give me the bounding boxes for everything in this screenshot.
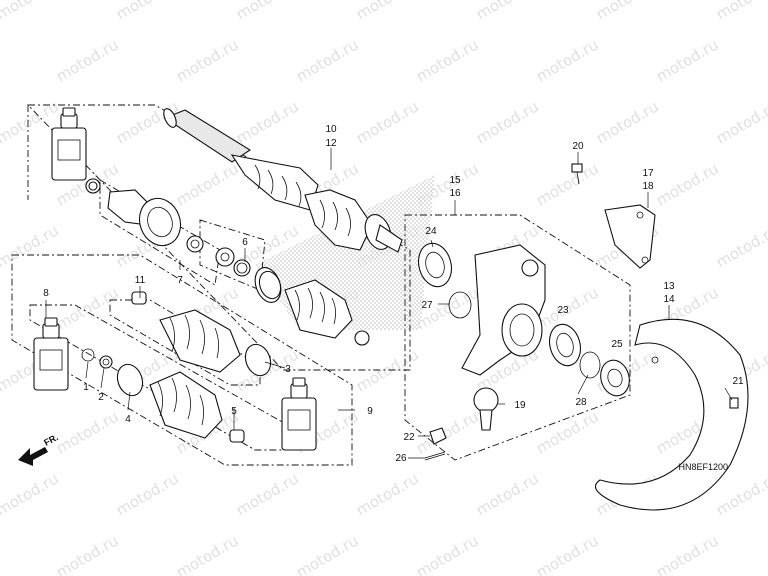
castle-nut-icon xyxy=(429,427,447,445)
callout-28: 28 xyxy=(575,397,587,408)
callout-25: 25 xyxy=(611,339,623,350)
watermark-text: motod.ru xyxy=(0,35,2,85)
callout-12: 12 xyxy=(325,138,337,149)
watermark-text: motod.ru xyxy=(413,407,482,457)
ball-joint-icon xyxy=(473,387,499,431)
bolt-icon xyxy=(571,163,583,185)
watermark-text: motod.ru xyxy=(353,0,422,23)
leader-lines xyxy=(45,148,733,459)
grease-bottle-icon xyxy=(33,317,69,391)
watermark-text: motod.ru xyxy=(293,531,362,576)
boot-icon xyxy=(284,279,370,346)
outer-joint-icon xyxy=(85,178,204,253)
callout-13: 13 xyxy=(663,281,675,292)
watermark-text: motod.ru xyxy=(593,97,662,147)
callout-3: 3 xyxy=(285,364,291,375)
watermark-text: motod.ru xyxy=(353,469,422,519)
boot-icon xyxy=(159,309,241,373)
clamp-band-icon xyxy=(116,270,282,397)
bolt-icon xyxy=(729,397,739,409)
callout-18: 18 xyxy=(642,181,654,192)
watermark-text: motod.ru xyxy=(713,97,768,147)
watermark-text: motod.ru xyxy=(473,97,542,147)
watermark-text: motod.ru xyxy=(0,407,2,457)
callout-14: 14 xyxy=(663,294,675,305)
watermark-text: motod.ru xyxy=(53,35,122,85)
watermark-text: motod.ru xyxy=(713,221,768,271)
watermark-text: motod.ru xyxy=(413,35,482,85)
callout-22: 22 xyxy=(403,432,415,443)
callout-19: 19 xyxy=(514,400,526,411)
callout-8: 8 xyxy=(43,288,49,299)
watermark-text: motod.ru xyxy=(0,469,62,519)
watermark-text: motod.ru xyxy=(593,0,662,23)
watermark-text: motod.ru xyxy=(653,531,722,576)
watermark-text: motod.ru xyxy=(0,221,62,271)
watermark-text: motod.ru xyxy=(173,35,242,85)
kit-outline-top xyxy=(26,104,411,371)
callout-5: 5 xyxy=(231,406,237,417)
bracket-icon xyxy=(604,204,656,269)
watermark-text: motod.ru xyxy=(0,283,2,333)
kit-outline-knuckle xyxy=(404,214,631,461)
callout-17: 17 xyxy=(642,168,654,179)
drive-shaft-icon xyxy=(163,108,403,253)
disc-cover-icon xyxy=(595,318,749,511)
watermark-text: motod.ru xyxy=(713,0,768,23)
circlip-icon xyxy=(448,291,601,379)
callout-7: 7 xyxy=(177,275,183,286)
watermark-text: motod.ru xyxy=(233,0,302,23)
watermark-text: motod.ru xyxy=(353,345,422,395)
watermark-text: motod.ru xyxy=(0,0,62,23)
callout-15: 15 xyxy=(449,175,461,186)
callout-27: 27 xyxy=(421,300,433,311)
watermark-text: motod.ru xyxy=(473,0,542,23)
callout-23: 23 xyxy=(557,305,569,316)
callout-26: 26 xyxy=(395,453,407,464)
callout-20: 20 xyxy=(572,141,584,152)
watermark-text: motod.ru xyxy=(353,97,422,147)
callout-10: 10 xyxy=(325,124,337,135)
watermark-text: motod.ru xyxy=(173,159,242,209)
watermark-text: motod.ru xyxy=(533,407,602,457)
watermark-text: motod.ru xyxy=(173,531,242,576)
callout-16: 16 xyxy=(449,188,461,199)
watermark-text: motod.ru xyxy=(473,469,542,519)
grease-bottle-icon xyxy=(51,107,87,181)
bearing-icon xyxy=(417,242,630,397)
callout-2: 2 xyxy=(98,392,104,403)
callout-1: 1 xyxy=(83,382,89,393)
boot-icon xyxy=(149,371,223,439)
watermark-text: motod.ru xyxy=(233,469,302,519)
grease-bottle-icon xyxy=(281,377,317,451)
knuckle-icon xyxy=(461,244,546,376)
cotter-pin-icon xyxy=(424,451,446,461)
callout-21: 21 xyxy=(732,376,744,387)
watermark-text: motod.ru xyxy=(533,159,602,209)
snap-ring-icon xyxy=(81,291,245,443)
callout-24: 24 xyxy=(425,226,437,237)
callout-11: 11 xyxy=(135,275,146,286)
watermark-text: motod.ru xyxy=(293,35,362,85)
watermark-text: motod.ru xyxy=(533,531,602,576)
watermark-text: motod.ru xyxy=(53,407,122,457)
watermark-text: motod.ru xyxy=(0,531,2,576)
watermark-text: motod.ru xyxy=(113,469,182,519)
watermark-text: motod.ru xyxy=(113,0,182,23)
watermark-text: motod.ru xyxy=(413,531,482,576)
callout-4: 4 xyxy=(125,414,131,425)
watermark-text: motod.ru xyxy=(653,35,722,85)
callout-9: 9 xyxy=(367,406,373,417)
watermark-text: motod.ru xyxy=(0,159,2,209)
watermark-text: motod.ru xyxy=(233,97,302,147)
watermark-text: motod.ru xyxy=(53,531,122,576)
callout-6: 6 xyxy=(242,237,248,248)
watermark-text: motod.ru xyxy=(533,35,602,85)
watermark-text: motod.ru xyxy=(653,159,722,209)
front-arrow-icon xyxy=(18,447,48,466)
diagram-code: HN8EF1200 xyxy=(678,462,728,472)
